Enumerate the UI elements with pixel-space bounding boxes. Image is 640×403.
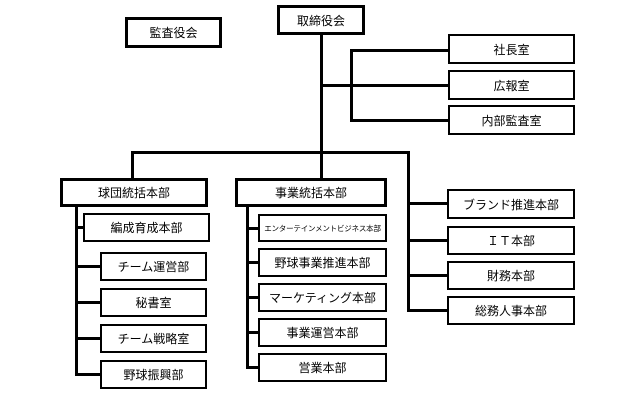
connector-to-team-strategy-office — [75, 337, 102, 340]
connector-to-secretary-office — [75, 301, 102, 304]
node-entertainment-business-hq: エンターテインメントビジネス本部 — [258, 214, 387, 242]
connector-to-internal-audit-office — [350, 119, 448, 122]
node-finance-hq: 財務本部 — [447, 261, 575, 290]
connector-to-general-affairs-hr-hq — [407, 309, 447, 312]
node-secretary-office: 秘書室 — [100, 288, 207, 317]
connector-to-team-operations-dept — [75, 265, 102, 268]
node-team-general-hq: 球団統括本部 — [60, 178, 208, 207]
connector-left-column-vertical — [75, 207, 78, 376]
connector-to-finance-hq — [407, 274, 447, 277]
connector-to-entertainment-business-hq — [246, 227, 260, 230]
node-internal-audit-office: 内部監査室 — [448, 105, 575, 135]
node-board-of-directors: 取締役会 — [277, 5, 365, 35]
node-general-affairs-hr-hq: 総務人事本部 — [447, 296, 575, 325]
node-it-hq: ＩＴ本部 — [447, 226, 575, 255]
node-business-operations-hq: 事業運営本部 — [258, 318, 387, 347]
node-brand-promotion-hq: ブランド推進本部 — [447, 189, 575, 219]
node-business-general-hq: 事業統括本部 — [235, 178, 387, 207]
node-audit-board: 監査役会 — [125, 17, 222, 48]
node-president-office: 社長室 — [448, 34, 575, 64]
node-sales-hq: 営業本部 — [258, 353, 387, 382]
connector-to-baseball-promotion-dept — [75, 373, 102, 376]
connector-board-vertical — [320, 35, 323, 181]
connector-offices-bracket-vertical — [350, 49, 353, 122]
node-marketing-hq: マーケティング本部 — [258, 283, 387, 312]
node-baseball-promotion-dept: 野球振興部 — [100, 360, 207, 389]
connector-to-it-hq — [407, 239, 447, 242]
connector-to-president-office — [350, 49, 448, 52]
connector-middle-column-vertical — [246, 207, 249, 369]
connector-to-business-operations-hq — [246, 331, 260, 334]
connector-main-horizontal — [131, 151, 410, 154]
node-roster-development-hq: 編成育成本部 — [83, 213, 210, 242]
connector-to-roster-development-hq — [75, 226, 85, 229]
connector-to-sales-hq — [246, 366, 260, 369]
connector-to-marketing-hq — [246, 296, 260, 299]
node-team-strategy-office: チーム戦略室 — [100, 324, 207, 353]
connector-to-brand-promotion-hq — [407, 202, 447, 205]
connector-board-to-pr-office — [320, 84, 448, 87]
node-team-operations-dept: チーム運営部 — [100, 252, 207, 281]
node-baseball-business-promotion-hq: 野球事業推進本部 — [258, 248, 387, 277]
node-public-relations-office: 広報室 — [448, 70, 575, 100]
connector-right-column-vertical — [407, 151, 410, 312]
connector-to-baseball-business-promotion-hq — [246, 261, 260, 264]
connector-drop-team-hq — [131, 151, 134, 178]
